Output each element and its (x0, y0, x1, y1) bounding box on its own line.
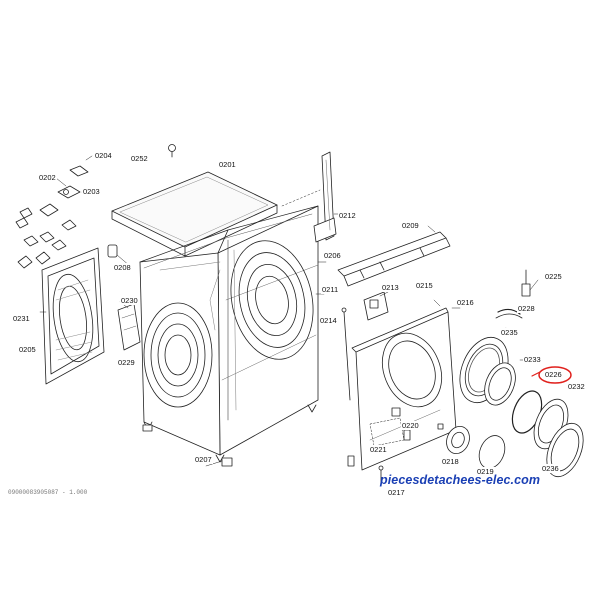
brace-0212-part (281, 151, 343, 243)
part-label-0216: 0216 (456, 298, 475, 307)
part-label-0214: 0214 (319, 316, 338, 325)
part-label-0207: 0207 (194, 455, 213, 464)
part-label-0208: 0208 (113, 263, 132, 272)
part-label-0225: 0225 (544, 272, 563, 281)
part-label-0209: 0209 (401, 221, 420, 230)
part-label-0252: 0252 (130, 154, 149, 163)
part-label-0217: 0217 (387, 488, 406, 497)
part-label-0228: 0228 (517, 304, 536, 313)
part-label-0202: 0202 (38, 173, 57, 182)
part-label-0226: 0226 (544, 370, 563, 379)
part-label-0218: 0218 (441, 457, 460, 466)
part-label-0205: 0205 (18, 345, 37, 354)
part-label-0233: 0233 (523, 355, 542, 364)
front-panel-part (347, 299, 461, 471)
highlight-arrow (531, 371, 541, 377)
rod-0214-part (341, 307, 351, 401)
cabinet-body-part (139, 205, 319, 467)
part-label-0203: 0203 (82, 187, 101, 196)
door-rings-part (446, 327, 584, 478)
part-label-0211: 0211 (321, 285, 340, 294)
part-label-0232: 0232 (567, 382, 586, 391)
rear-service-panel-part (39, 247, 105, 385)
panel-fixings-part (315, 261, 327, 295)
door-latch-0221-part (369, 417, 405, 447)
part-label-0230: 0230 (120, 296, 139, 305)
hinge-screws-part (15, 155, 93, 269)
part-label-0201: 0201 (218, 160, 237, 169)
screw-0217-part (378, 465, 384, 485)
door-hinge-part (117, 301, 141, 351)
part-label-0221: 0221 (369, 445, 388, 454)
part-label-0206: 0206 (323, 251, 342, 260)
part-label-0231: 0231 (12, 314, 31, 323)
part-label-0215: 0215 (415, 281, 434, 290)
part-label-0229: 0229 (117, 358, 136, 367)
part-label-0235: 0235 (500, 328, 519, 337)
part-label-0213: 0213 (381, 283, 400, 292)
document-code: 09000083905087 - 1.000 (8, 489, 88, 496)
highlight-0226-circle (538, 366, 572, 384)
part-label-0204: 0204 (94, 151, 113, 160)
part-label-0220: 0220 (401, 421, 420, 430)
small-clip-0208-part (107, 244, 131, 267)
top-rail-part (337, 225, 451, 287)
watermark-text: piecesdetachees-elec.com (380, 473, 541, 487)
part-label-0212: 0212 (338, 211, 357, 220)
part-label-0219: 0219 (476, 467, 495, 476)
part-label-0236: 0236 (541, 464, 560, 473)
bracket-0213-part (363, 291, 389, 321)
